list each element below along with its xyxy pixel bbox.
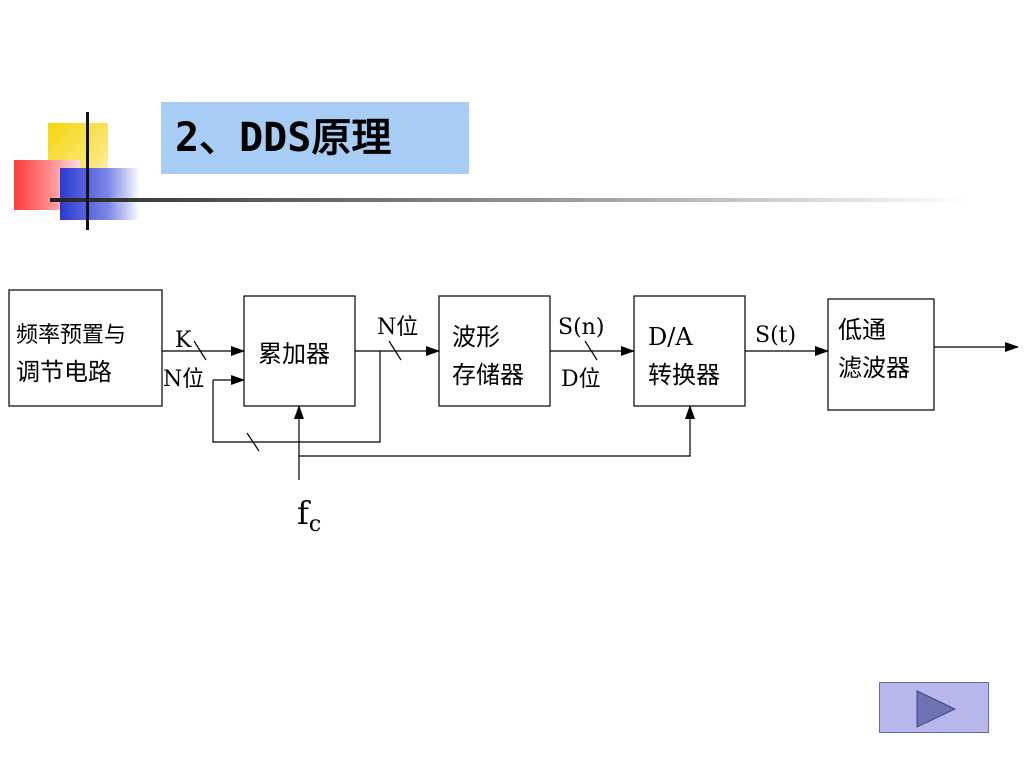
bus-slash-d: [584, 340, 598, 361]
accumulator-block: [243, 295, 356, 407]
label-n-bits-out: N位: [377, 315, 418, 340]
label-k: K: [175, 328, 192, 353]
bus-slash-n: [388, 340, 402, 361]
feedback-loop: [212, 350, 381, 443]
deco-vertical-line: [86, 112, 89, 230]
play-triangle-icon: [916, 690, 957, 728]
waveform-memory-block: [438, 295, 551, 407]
label-n-bits-in: N位: [163, 367, 204, 392]
preset-label-line2: 调节电路: [16, 358, 112, 386]
clock-line-to-dac: [299, 405, 695, 457]
accumulator-label: 累加器: [258, 340, 330, 368]
label-s-n: S(n): [558, 315, 604, 340]
clock-label: fc: [297, 494, 321, 537]
label-d-bits: D位: [561, 367, 601, 392]
next-slide-button[interactable]: [879, 682, 989, 733]
clock-label-sub: c: [309, 512, 321, 537]
title-underline: [50, 198, 970, 202]
preset-block: [8, 289, 163, 407]
dac-label-line1: D/A: [648, 323, 693, 351]
lpf-label-line1: 低通: [838, 316, 886, 344]
label-s-t: S(t): [755, 323, 796, 348]
memory-label-line2: 存储器: [452, 361, 524, 389]
lpf-label-line2: 滤波器: [838, 354, 910, 382]
page-title: 2、DDS原理: [175, 115, 392, 161]
deco-blue-square: [60, 168, 140, 220]
clock-label-main: f: [297, 494, 311, 532]
title-banner: 2、DDS原理: [161, 102, 469, 174]
dac-label-line2: 转换器: [648, 361, 720, 389]
bus-slash-feedback: [246, 432, 260, 452]
bus-slash-k: [193, 340, 207, 361]
memory-label-line1: 波形: [452, 323, 500, 351]
dac-block: [633, 295, 746, 407]
preset-label-line1: 频率预置与: [16, 323, 126, 348]
